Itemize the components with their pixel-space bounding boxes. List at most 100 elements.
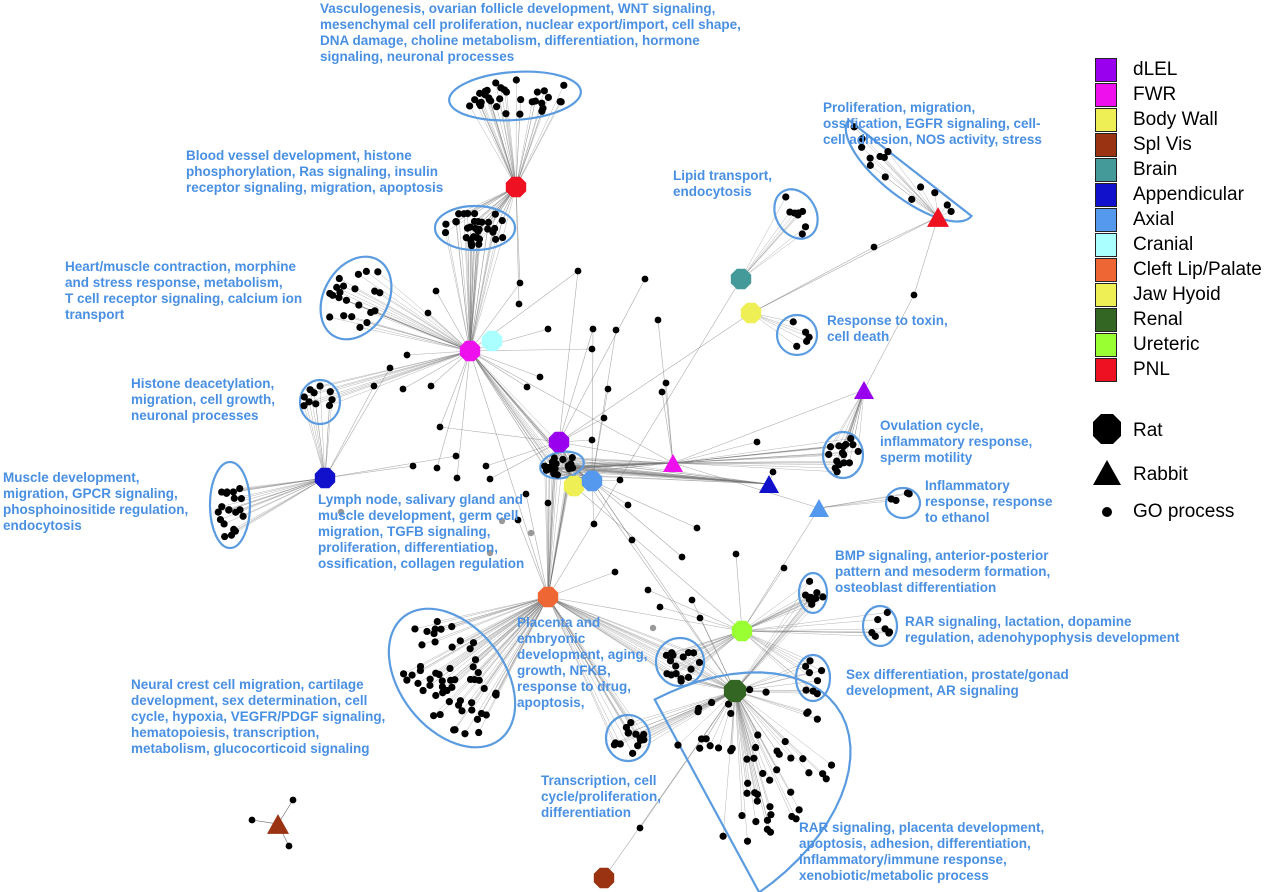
edge <box>547 596 629 733</box>
go-process-dot <box>433 617 441 626</box>
edge <box>406 596 549 681</box>
legend-swatch <box>1095 58 1117 82</box>
go-process-dot <box>218 488 226 496</box>
edge <box>469 350 554 474</box>
go-process-dot <box>432 287 440 295</box>
legend-item-cleft-lip-palate: Cleft Lip/Palate <box>1095 258 1277 282</box>
edge <box>458 213 471 352</box>
go-process-dot <box>455 210 463 218</box>
edge <box>672 462 838 473</box>
legend-swatch <box>1095 158 1117 182</box>
go-process-dot <box>370 382 378 390</box>
go-process-dot <box>310 389 318 397</box>
go-process-dot <box>559 455 567 464</box>
go-process-dot <box>463 224 472 232</box>
go-process-dot <box>427 382 435 390</box>
fwr-rat-node <box>459 340 481 362</box>
edge <box>436 350 471 469</box>
edge <box>734 690 748 784</box>
edge <box>741 619 878 632</box>
go-process-dot <box>475 240 483 248</box>
legend-item-appendicular: Appendicular <box>1095 183 1277 207</box>
go-process-dot <box>326 388 334 396</box>
legend-label: Rat <box>1133 420 1163 441</box>
go-process-dot <box>724 700 733 708</box>
edge <box>734 690 810 773</box>
go-process-dot <box>668 649 676 657</box>
edge <box>515 90 545 188</box>
edge <box>546 469 770 485</box>
go-process-dot <box>773 766 781 774</box>
go-process-dot <box>805 333 813 341</box>
edge <box>734 604 812 692</box>
legend-item-body-wall: Body Wall <box>1095 108 1277 132</box>
dlel-rat-node <box>548 431 570 453</box>
cluster-placenta-outline <box>654 636 706 688</box>
edge <box>672 444 846 464</box>
edge <box>435 596 549 674</box>
edge <box>224 477 326 537</box>
edge <box>672 462 840 465</box>
go-process-dot <box>522 490 530 498</box>
go-process-dot <box>227 531 236 539</box>
go-process-dot <box>827 761 836 769</box>
cluster-inflammatory-ethanol-outline <box>884 486 922 520</box>
go-process-dot <box>868 629 876 637</box>
legend-swatch <box>1095 183 1117 207</box>
edge <box>699 617 736 692</box>
edge <box>734 666 806 692</box>
legend-swatch <box>1095 208 1117 232</box>
go-process-dot <box>753 797 761 805</box>
edge <box>740 211 803 280</box>
go-process-dot <box>763 816 772 824</box>
go-process-dot <box>684 673 693 681</box>
go-process-dot <box>753 790 762 799</box>
go-process-dot <box>476 89 484 97</box>
edge <box>377 271 471 352</box>
label-transcription: Transcription, cell cycle/proliferation,… <box>541 773 662 820</box>
legend-label: Axial <box>1133 209 1175 230</box>
go-process-dot <box>695 704 703 712</box>
edge <box>591 480 698 529</box>
go-process-dot <box>672 662 680 670</box>
go-process-dot <box>446 664 454 673</box>
edge <box>515 101 562 188</box>
go-process-dot <box>452 452 460 460</box>
edge <box>456 350 471 479</box>
edge <box>547 596 674 656</box>
go-process-dot <box>316 382 324 390</box>
go-process-dot <box>492 79 500 87</box>
legend-item-ureteric: Ureteric <box>1095 333 1277 357</box>
edge <box>920 186 939 218</box>
edge <box>547 596 689 678</box>
go-process-dot <box>540 87 548 95</box>
legend-label: Cranial <box>1133 234 1194 255</box>
go-process-dot <box>221 532 229 541</box>
go-process-dot <box>512 76 520 84</box>
go-process-dot <box>423 627 431 636</box>
edge <box>370 312 471 352</box>
edge <box>879 156 939 218</box>
go-process-dot <box>847 434 855 443</box>
go-process-dot <box>441 228 450 237</box>
edge <box>324 367 391 479</box>
edge <box>688 630 743 678</box>
edge <box>547 596 676 667</box>
go-process-dot <box>445 698 453 706</box>
legend-swatch <box>1095 108 1117 132</box>
go-process-dot <box>727 709 735 718</box>
go-process-dot <box>588 345 596 353</box>
go-process-dot <box>451 726 459 734</box>
edge <box>515 85 565 188</box>
edge <box>506 92 517 188</box>
go-process-dot <box>312 400 320 408</box>
go-process-dot <box>418 641 426 649</box>
edge <box>750 216 939 314</box>
go-process-dot <box>471 656 480 664</box>
go-process-dot <box>802 686 810 694</box>
edge <box>442 596 549 693</box>
edge <box>854 126 939 218</box>
edge <box>547 596 633 754</box>
go-process-dot <box>502 110 510 118</box>
go-process-dot <box>218 503 226 511</box>
